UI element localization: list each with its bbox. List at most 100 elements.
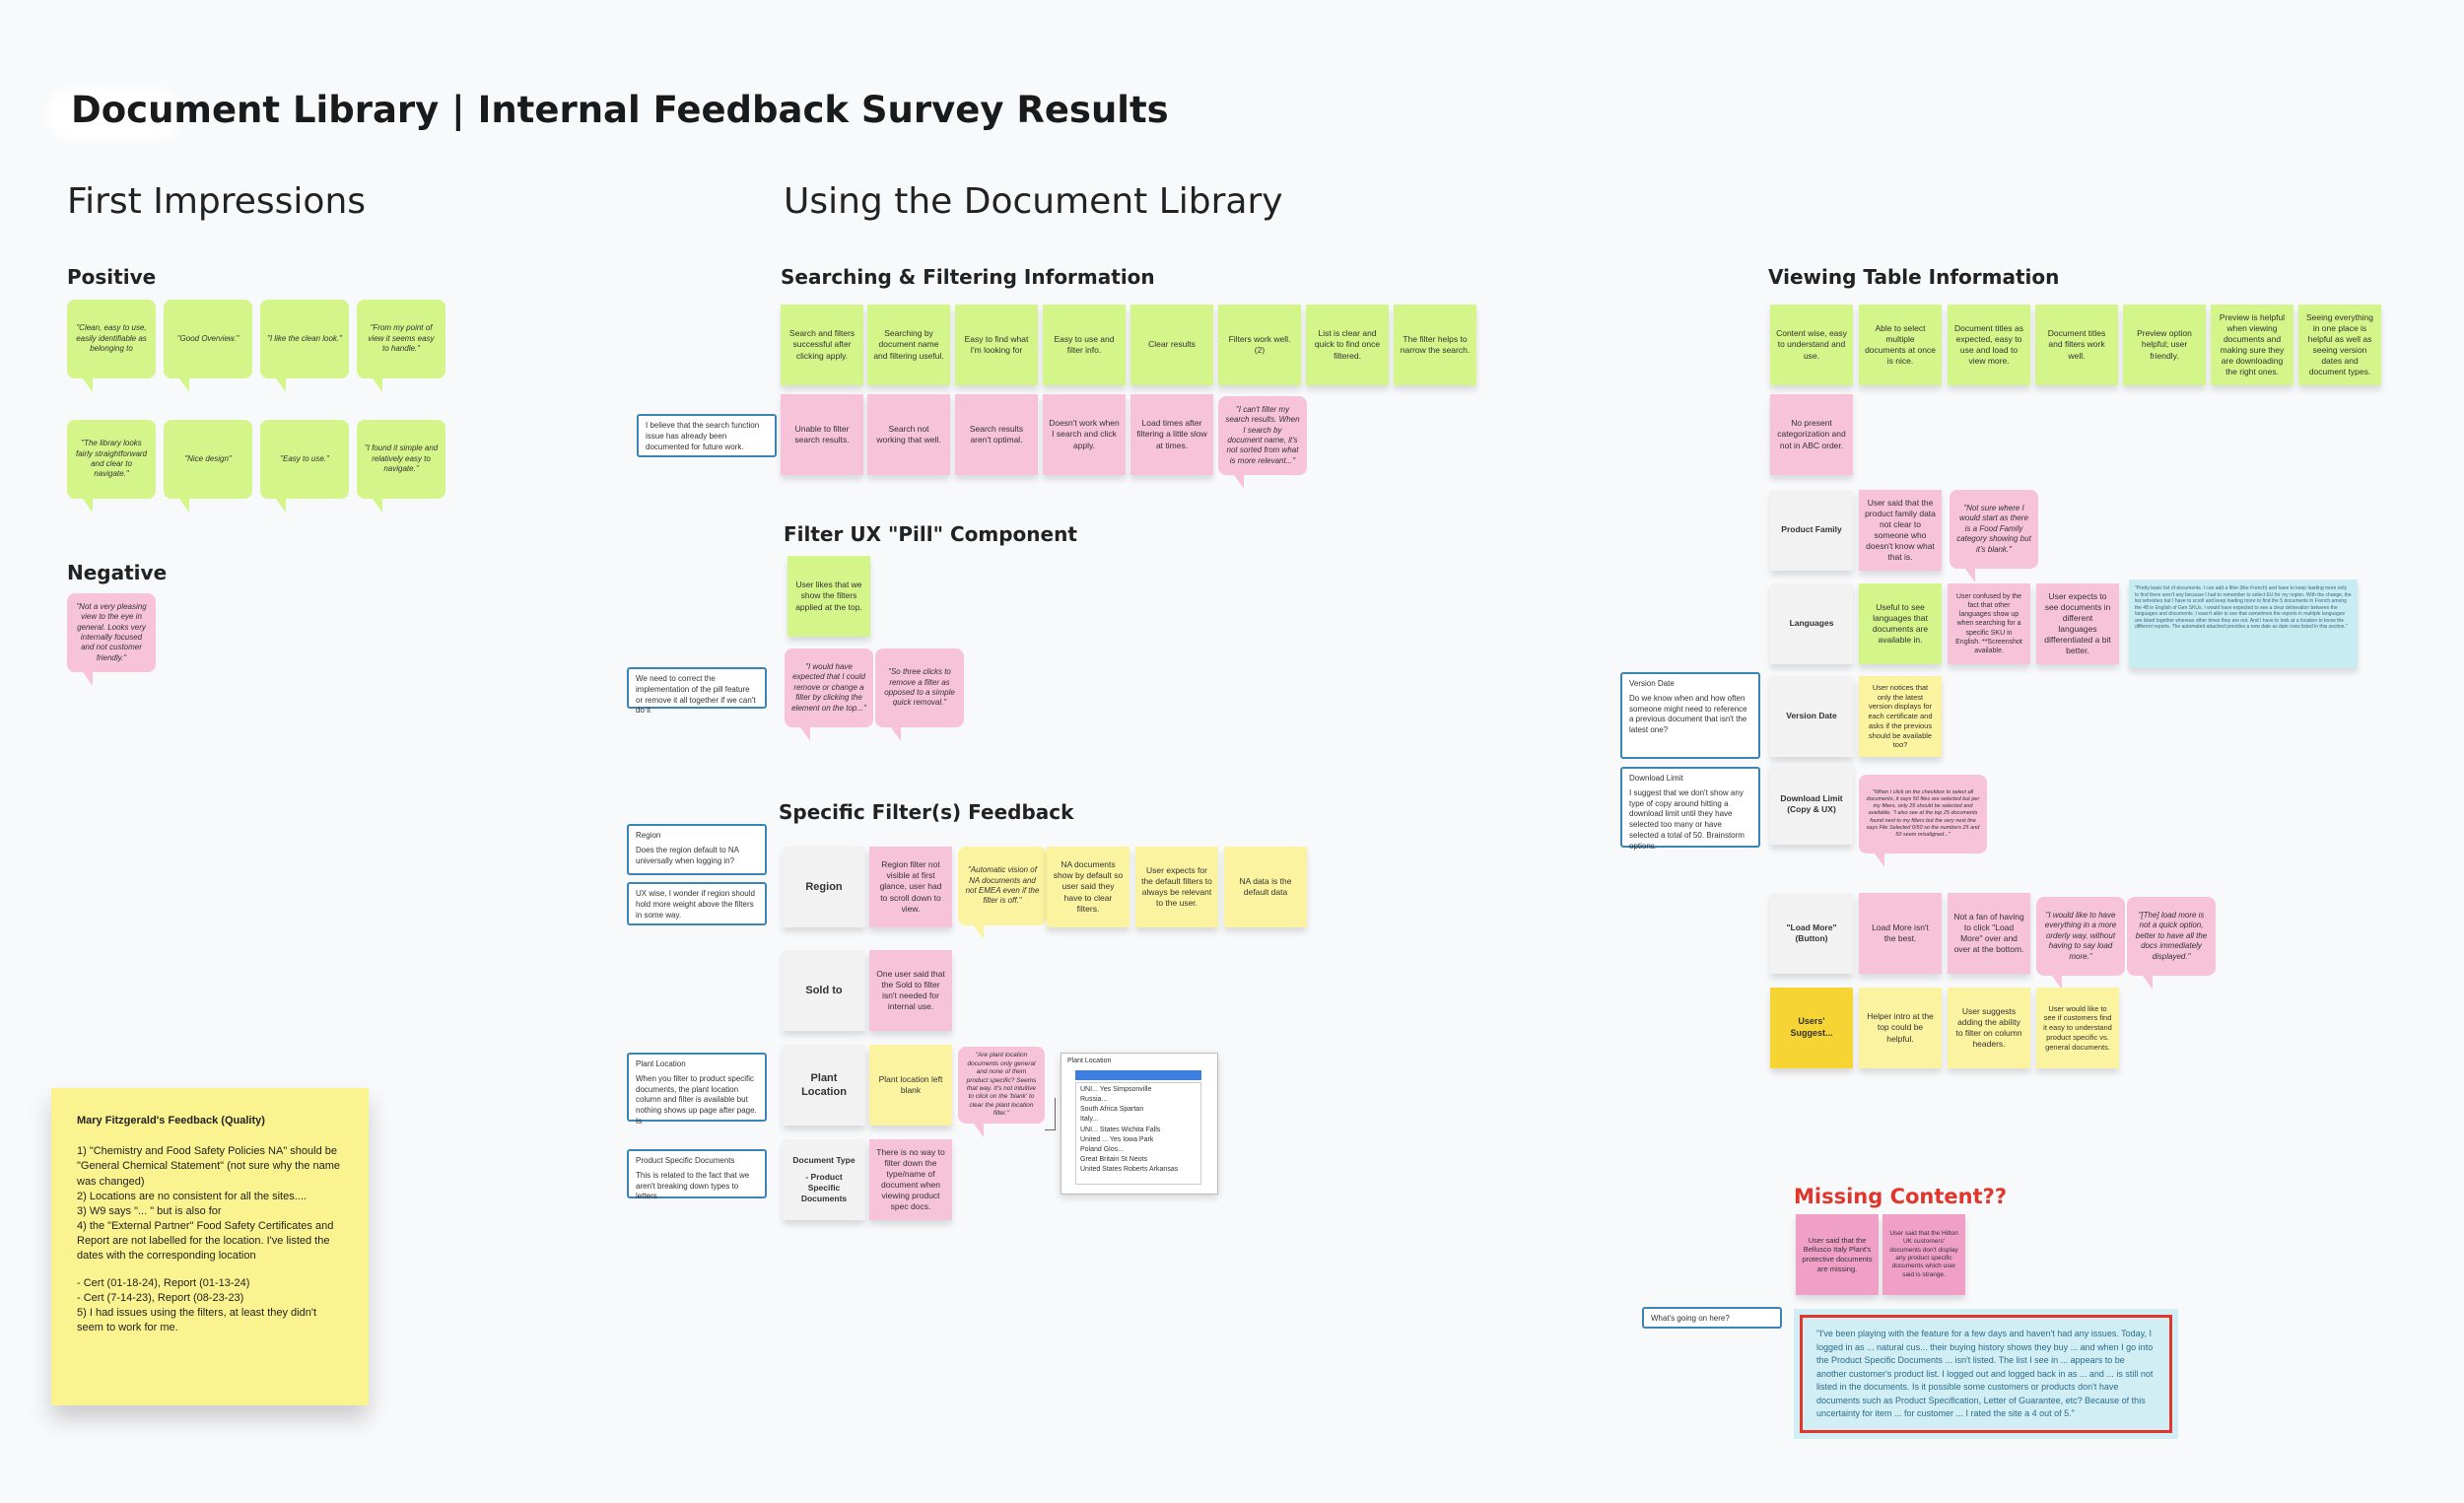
section-first-impressions: First Impressions — [67, 181, 366, 222]
connector-line — [1045, 1098, 1056, 1130]
mary-feedback-line: - Cert (01-18-24), Report (01-13-24) — [77, 1276, 343, 1291]
load-more-label: "Load More" (Button) — [1770, 893, 1853, 974]
plant-note-title: Plant Location — [636, 1059, 758, 1070]
search-positive-note: Easy to find what I'm looking for — [955, 305, 1038, 385]
search-positive-note: Clear results — [1130, 305, 1213, 385]
search-positive-note: Search and filters successful after clic… — [781, 305, 863, 385]
mary-feedback-line: 5) I had issues using the filters, at le… — [77, 1306, 343, 1335]
sub-specific: Specific Filter(s) Feedback — [779, 800, 1073, 824]
positive-quote: "Nice design" — [164, 420, 252, 499]
dropdown-option: Poland Glos... — [1080, 1145, 1197, 1155]
search-negative-note: Doesn't work when I search and click app… — [1043, 394, 1126, 475]
search-negative-quote: "I can't filter my search results. When … — [1218, 396, 1307, 475]
search-positive-note: Easy to use and filter info. — [1043, 305, 1126, 385]
plant-location-label: Plant Location — [783, 1045, 865, 1126]
search-negative-note: Load times after filtering a little slow… — [1130, 394, 1213, 475]
mary-feedback-line: 1) "Chemistry and Food Safety Policies N… — [77, 1144, 343, 1190]
missing-quote: "I've been playing with the feature for … — [1800, 1315, 2172, 1433]
mary-feedback-line: 4) the "External Partner" Food Safety Ce… — [77, 1219, 343, 1264]
download-limit-note-title: Download Limit — [1629, 774, 1751, 785]
viewing-positive-note: Document titles and filters work well. — [2035, 305, 2118, 385]
languages-label: Languages — [1770, 583, 1853, 664]
sub-positive: Positive — [67, 265, 156, 289]
suggest-yellow-note: Helper intro at the top could be helpful… — [1859, 988, 1942, 1068]
doctype-label-sub: - Product Specific Documents — [788, 1172, 859, 1204]
region-note: Region Does the region default to NA uni… — [627, 824, 767, 875]
viewing-positive-note: Document titles as expected, easy to use… — [1948, 305, 2030, 385]
positive-quote: "The library looks fairly straightforwar… — [67, 420, 156, 499]
region-yellow-note: User expects for the default filters to … — [1135, 847, 1218, 927]
negative-quote: "Not a very pleasing view to the eye in … — [67, 593, 156, 672]
download-limit-quote: "When I click on the checkbox to select … — [1859, 775, 1987, 854]
viewing-positive-note: Able to select multiple documents at onc… — [1859, 305, 1942, 385]
plant-note-body: When you filter to product specific docu… — [636, 1074, 757, 1126]
sub-negative: Negative — [67, 561, 167, 584]
search-positive-note: Searching by document name and filtering… — [867, 305, 950, 385]
doctype-note-title: Product Specific Documents — [636, 1156, 758, 1167]
suggest-yellow-note: User would like to see if customers find… — [2036, 988, 2119, 1068]
mary-feedback-note: Mary Fitzgerald's Feedback (Quality) 1) … — [51, 1088, 369, 1405]
sub-searching: Searching & Filtering Information — [781, 265, 1155, 289]
region-note-ux: UX wise, I wonder if region should hold … — [627, 882, 767, 925]
languages-pink-note: User confused by the fact that other lan… — [1948, 583, 2030, 664]
region-pink-note: Region filter not visible at first glanc… — [869, 847, 952, 927]
mary-feedback-title: Mary Fitzgerald's Feedback (Quality) — [77, 1114, 343, 1128]
plant-quote: "Are plant location documents only gener… — [958, 1047, 1045, 1124]
mary-feedback-line: 3) W9 says "... " but is also for — [77, 1204, 343, 1219]
pill-note: We need to correct the implementation of… — [627, 667, 767, 709]
search-positive-note: The filter helps to narrow the search. — [1394, 305, 1476, 385]
region-label: Region — [783, 847, 865, 927]
positive-quote: "Easy to use." — [260, 420, 349, 499]
sub-missing-content: Missing Content?? — [1794, 1185, 2007, 1208]
search-negative-note: Unable to filter search results. — [781, 394, 863, 475]
sold-to-label: Sold to — [783, 950, 865, 1031]
dropdown-option: UNI... States Wichita Falls — [1080, 1126, 1197, 1135]
load-more-quote: "[The] load more is not a quick option, … — [2127, 897, 2216, 976]
positive-quote: "From my point of view it seems easy to … — [357, 300, 445, 378]
languages-green-note: Useful to see languages that documents a… — [1859, 583, 1942, 664]
dropdown-option: UNI... Yes Simpsonville — [1080, 1085, 1197, 1095]
doctype-label: Document Type - Product Specific Documen… — [783, 1139, 865, 1220]
viewing-negative-note: No present categorization and not in ABC… — [1770, 394, 1853, 475]
version-date-note: Version Date Do we know when and how oft… — [1620, 672, 1760, 759]
missing-pink-note: User said that the Hilton UK customers' … — [1882, 1214, 1965, 1295]
load-more-pink-note: Load More isn't the best. — [1859, 893, 1942, 974]
missing-note: What's going on here? — [1642, 1307, 1782, 1329]
page-title: Document Library | Internal Feedback Sur… — [71, 89, 1169, 131]
search-negative-note: Search results aren't optimal. — [955, 394, 1038, 475]
product-family-label: Product Family — [1770, 490, 1853, 571]
doctype-note: Product Specific Documents This is relat… — [627, 1149, 767, 1198]
missing-pink-note: User said that the Bellusco Italy Plant'… — [1796, 1214, 1879, 1295]
product-family-pink-note: User said that the product family data n… — [1859, 490, 1942, 571]
section-using-library: Using the Document Library — [784, 181, 1283, 222]
dropdown-option: South Africa Spartan — [1080, 1105, 1197, 1115]
plant-note: Plant Location When you filter to produc… — [627, 1053, 767, 1122]
version-date-label: Version Date — [1770, 676, 1853, 757]
search-negative-note: Search not working that well. — [867, 394, 950, 475]
pill-positive-note: User likes that we show the filters appl… — [787, 556, 870, 637]
positive-quote: "I like the clean look." — [260, 300, 349, 378]
dropdown-option: Italy... — [1080, 1115, 1197, 1125]
dropdown-list: UNI... Yes Simpsonville Russia... South … — [1075, 1082, 1201, 1185]
suggest-yellow-note: User suggests adding the ability to filt… — [1948, 988, 2030, 1068]
sub-pill: Filter UX "Pill" Component — [784, 522, 1077, 546]
download-limit-label: Download Limit (Copy & UX) — [1770, 764, 1853, 845]
languages-pink-note: User expects to see documents in differe… — [2036, 583, 2119, 664]
sold-to-pink-note: One user said that the Sold to filter is… — [869, 950, 952, 1031]
plant-yellow-note: Plant location left blank — [869, 1045, 952, 1126]
mary-feedback-line: 2) Locations are no consistent for all t… — [77, 1190, 343, 1204]
viewing-positive-note: Preview option helpful; user friendly. — [2123, 305, 2206, 385]
pill-quote: "So three clicks to remove a filter as o… — [875, 649, 964, 727]
viewing-positive-note: Preview is helpful when viewing document… — [2211, 305, 2293, 385]
product-family-quote: "Not sure where I would start as there i… — [1950, 490, 2038, 569]
doctype-label-main: Document Type — [792, 1155, 855, 1166]
dropdown-header: Plant Location — [1061, 1054, 1217, 1066]
region-quote: "Automatic vision of NA documents and no… — [958, 847, 1047, 925]
version-date-note-title: Version Date — [1629, 679, 1751, 690]
plant-location-dropdown-screenshot: Plant Location UNI... Yes Simpsonville R… — [1061, 1053, 1218, 1195]
dropdown-option: Great Britain St Neots — [1080, 1155, 1197, 1165]
mary-feedback-line: - Cert (7-14-23), Report (08-23-23) — [77, 1291, 343, 1306]
doctype-note-body: This is related to the fact that we aren… — [636, 1171, 749, 1201]
users-suggest-label: Users' Suggest... — [1770, 988, 1853, 1068]
dropdown-selected-bar — [1075, 1070, 1201, 1080]
